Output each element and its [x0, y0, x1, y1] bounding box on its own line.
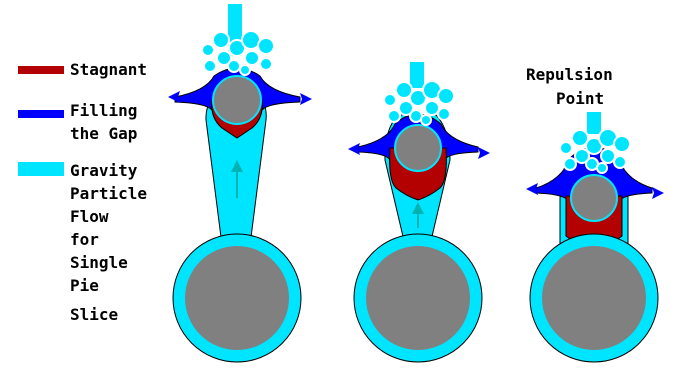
legend-label-stagnant: Stagnant	[70, 60, 147, 79]
annotation-point: Point	[556, 89, 604, 108]
legend: Stagnant Filling the Gap Gravity Particl…	[18, 60, 147, 324]
stage-1	[168, 4, 312, 362]
legend-label-slice: Slice	[70, 305, 118, 324]
legend-swatch-stagnant	[18, 66, 64, 74]
legend-label-pie: Pie	[70, 276, 99, 295]
stage-2-column	[410, 62, 424, 88]
legend-label-single: Single	[70, 253, 128, 272]
legend-label-the-gap: the Gap	[70, 124, 137, 143]
stage-3-column	[587, 112, 601, 134]
legend-label-particle: Particle	[70, 184, 147, 203]
legend-label-gravity: Gravity	[70, 161, 138, 180]
legend-label-filling: Filling	[70, 101, 137, 120]
legend-swatch-gravity	[18, 162, 64, 176]
stage-2-core	[366, 246, 470, 350]
legend-label-flow: Flow	[70, 207, 109, 226]
stage-2	[348, 62, 490, 362]
stage-2-inner-body	[395, 125, 441, 171]
stage-3-inner-body	[571, 175, 617, 221]
stage-1-inner-body	[213, 76, 261, 124]
legend-label-for: for	[70, 230, 99, 249]
legend-swatch-filling	[18, 110, 64, 118]
stage-3-bubble-cluster	[560, 129, 630, 173]
stage-1-core	[185, 246, 289, 350]
stage-3	[526, 112, 664, 362]
annotation-repulsion: Repulsion	[526, 65, 613, 84]
stage-3-core	[542, 246, 646, 350]
